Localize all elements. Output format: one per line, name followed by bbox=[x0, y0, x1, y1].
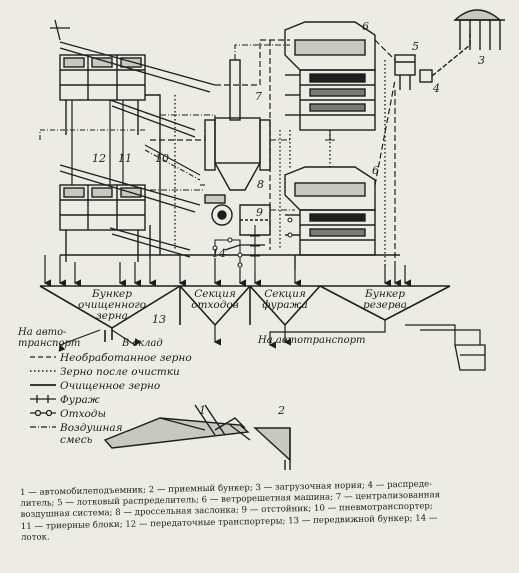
winnowing-machine-lower bbox=[284, 166, 376, 256]
waste-lines bbox=[212, 217, 293, 270]
callout-6-lower: 6 bbox=[372, 164, 379, 177]
legend-label-waste: Отходы bbox=[60, 408, 106, 420]
legend-swatch-fodder bbox=[30, 395, 56, 403]
bin-cleaned-line2: очищенного bbox=[78, 299, 146, 311]
bin-cleaned-line3: зерна bbox=[96, 310, 128, 322]
fodder-lines bbox=[250, 130, 335, 272]
callout-8: 8 bbox=[257, 178, 264, 191]
legend-labels: Необработанное зерно Зерно после очистки… bbox=[59, 352, 192, 446]
legend-label-air-2: смесь bbox=[60, 434, 93, 446]
mobile-bunker bbox=[454, 344, 486, 371]
callout-2: 2 bbox=[277, 404, 285, 417]
trier-block-upper bbox=[59, 54, 146, 135]
dest-truck-left-2: транспорт bbox=[18, 338, 80, 349]
truck-lift bbox=[103, 404, 251, 449]
bin-waste-line2: отходов bbox=[191, 299, 239, 311]
callout-12: 12 bbox=[92, 152, 106, 165]
raw-grain-lines bbox=[150, 39, 396, 265]
legend-label-fodder: Фураж bbox=[60, 394, 100, 406]
callout-10: 10 bbox=[155, 152, 169, 165]
legend-label-raw: Необработанное зерно bbox=[59, 352, 192, 364]
bin-fodder-line2: фуража bbox=[262, 299, 308, 311]
callout-6-upper: 6 bbox=[362, 20, 369, 33]
pneumatic-transporter bbox=[39, 129, 201, 181]
bins-row bbox=[39, 285, 451, 342]
dest-truck-left-1: На авто- bbox=[17, 327, 67, 338]
cleaned-grain-lines bbox=[60, 94, 400, 270]
trier-block-lower bbox=[59, 184, 146, 262]
bin-labels: Бункер очищенного зерна Секция отходов С… bbox=[78, 288, 407, 322]
bin-waste-line1: Секция bbox=[194, 288, 236, 300]
outlet-arrows bbox=[58, 320, 481, 352]
trier-frame bbox=[71, 100, 124, 185]
callout-9: 9 bbox=[256, 206, 263, 219]
legend-label-after-cleaning: Зерно после очистки bbox=[60, 366, 180, 378]
distributor bbox=[419, 30, 471, 83]
callout-7: 7 bbox=[255, 90, 262, 103]
loading-noria bbox=[453, 9, 505, 50]
legend bbox=[30, 356, 56, 428]
receiving-bunker bbox=[253, 427, 291, 470]
winnowing-machine-upper bbox=[284, 21, 376, 131]
callout-numbers: 1 2 3 4 5 6 6 7 8 9 10 11 12 13 14 bbox=[92, 20, 485, 417]
bin-reserve-line2: резерва bbox=[363, 299, 407, 311]
callout-11: 11 bbox=[118, 152, 132, 165]
drop-arrows bbox=[43, 255, 411, 287]
trough-distributor bbox=[394, 54, 416, 90]
callout-1: 1 bbox=[199, 404, 206, 417]
legend-swatch-waste bbox=[30, 409, 56, 417]
bin-reserve-line1: Бункер bbox=[364, 288, 405, 300]
after-cleaning-lines bbox=[174, 60, 386, 265]
legend-label-air: Воздушная bbox=[59, 422, 123, 434]
legend-label-cleaned: Очищенное зерно bbox=[60, 380, 160, 392]
callout-13: 13 bbox=[152, 313, 166, 326]
bin-fodder-line1: Секция bbox=[264, 288, 306, 300]
dest-warehouse: В склад bbox=[121, 338, 163, 349]
transfer-conveyor-lower bbox=[59, 164, 201, 258]
callout-14: 14 bbox=[212, 247, 226, 260]
callout-3: 3 bbox=[478, 54, 485, 67]
chute bbox=[224, 244, 265, 251]
callout-4: 4 bbox=[432, 82, 440, 95]
bin-cleaned-line1: Бункер bbox=[91, 288, 132, 300]
figure-caption: 1 — автомобилеподъемник; 2 — приемный бу… bbox=[20, 478, 511, 544]
dest-truck-mid: На автотранспорт bbox=[257, 335, 366, 346]
callout-5: 5 bbox=[412, 40, 419, 53]
transfer-conveyor-upper bbox=[50, 19, 216, 138]
air-ducts bbox=[150, 44, 295, 211]
destination-labels: На авто- транспорт В склад На автотрансп… bbox=[17, 327, 366, 349]
